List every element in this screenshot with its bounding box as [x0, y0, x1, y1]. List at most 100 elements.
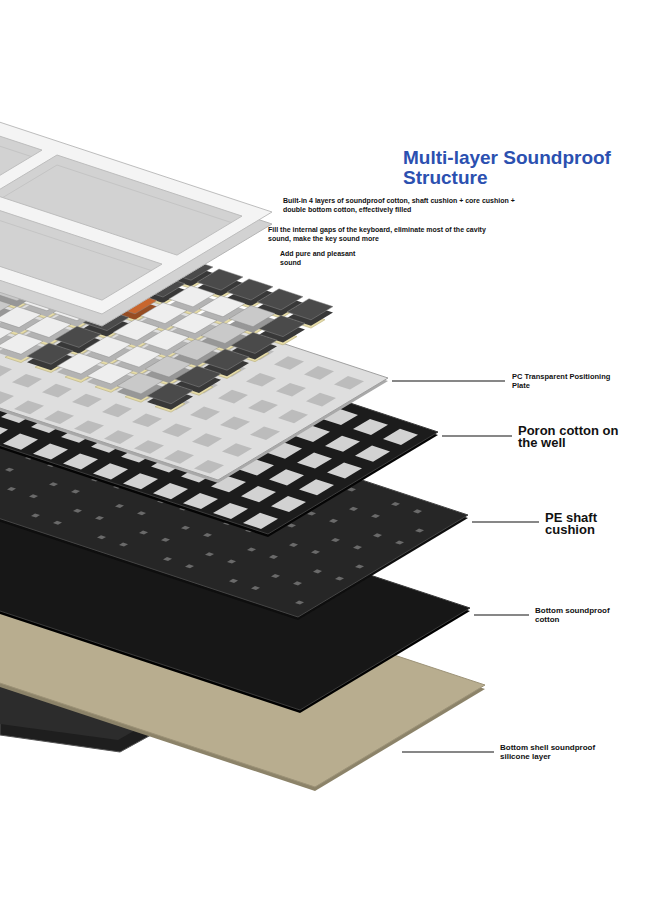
plate-cutout [0, 391, 14, 405]
leader-line [474, 614, 529, 615]
plate-cutout [278, 410, 308, 424]
cushion-hole [311, 550, 320, 554]
keycap [0, 297, 11, 318]
plate-cutout [248, 400, 278, 414]
switch-well [93, 463, 128, 479]
cushion-hole [53, 521, 62, 525]
cushion-hole [227, 560, 236, 564]
switch-well [327, 462, 362, 478]
switch-well [353, 419, 388, 435]
plate-cutout [218, 390, 248, 404]
cushion-hole [29, 494, 38, 498]
description-note: Built-in 4 layers of soundproof cotton, … [283, 196, 528, 215]
part-label: PC Transparent Positioning Plate [512, 372, 617, 390]
cushion-hole [49, 482, 58, 486]
keycap [0, 333, 43, 354]
plate-cutout [246, 373, 276, 387]
cushion-hole [95, 516, 104, 520]
cushion-hole [163, 557, 172, 561]
switch-well [33, 444, 68, 460]
cushion-hole [181, 526, 190, 530]
cushion-hole [395, 541, 404, 545]
cushion-hole [31, 514, 40, 518]
cushion-hole [119, 543, 128, 547]
plate-cutout [334, 376, 364, 390]
cushion-hole [289, 543, 298, 547]
plate-cutout [250, 426, 280, 440]
cushion-hole [391, 502, 400, 506]
cushion-hole [355, 565, 364, 569]
switch-well [297, 453, 332, 469]
cushion-hole [415, 529, 424, 533]
plate-cutout [162, 423, 192, 437]
leader-line [442, 435, 512, 436]
top-frame [0, 7, 272, 326]
switch-well [383, 429, 418, 445]
cushion-hole [139, 531, 148, 535]
cushion-hole [97, 535, 106, 539]
plate-cutout [14, 401, 44, 415]
part-label: Bottom shell soundproof silicone layer [500, 744, 620, 762]
cushion-hole [205, 552, 214, 556]
switch-well [299, 479, 334, 495]
layer-stack [0, 7, 485, 791]
cushion-hole [203, 533, 212, 537]
cushion-hole [293, 581, 302, 585]
description-note: Fill the internal gaps of the keyboard, … [268, 225, 508, 244]
switch-well [63, 453, 98, 469]
cushion-hole [251, 586, 260, 590]
plate-cutout [304, 366, 334, 380]
cushion-hole [5, 468, 14, 472]
plate-cutout [220, 417, 250, 431]
cushion-hole [229, 579, 238, 583]
part-label: Bottom soundproof cotton [535, 607, 627, 625]
cushion-hole [353, 545, 362, 549]
switch-well [355, 446, 390, 462]
cushion-hole [73, 509, 82, 513]
diagram-title: Multi-layer Soundproof Structure [403, 148, 653, 188]
plate-cutout [0, 364, 12, 378]
switch-well [123, 473, 158, 489]
keycap [0, 307, 41, 328]
plate-cutout [164, 450, 194, 464]
cushion-hole [115, 504, 124, 508]
switch-well [183, 493, 218, 509]
cushion-hole [373, 533, 382, 537]
cushion-hole [331, 538, 340, 542]
part-label: PE shaft cushion [545, 512, 625, 537]
plate-cutout [306, 393, 336, 407]
keycap [0, 323, 13, 344]
cushion-hole [185, 564, 194, 568]
plate-cutout [44, 411, 74, 425]
description-note: Add pure and pleasant sound [280, 249, 372, 268]
cushion-hole [329, 519, 338, 523]
cushion-hole [269, 555, 278, 559]
plate-cutout [192, 433, 222, 447]
cushion-hole [71, 490, 80, 494]
plate-cutout [276, 383, 306, 397]
leader-line [402, 751, 494, 752]
plate-cutout [132, 414, 162, 428]
switch-well [3, 434, 38, 450]
plate-cutout [222, 443, 252, 457]
plate-cutout [102, 404, 132, 418]
leader-lines [392, 381, 539, 752]
cushion-hole [247, 548, 256, 552]
leader-line [472, 521, 539, 522]
cushion-hole [295, 601, 304, 605]
plate-cutout [274, 356, 304, 370]
switch-well [153, 483, 188, 499]
cushion-hole [313, 569, 322, 573]
part-label: Poron cotton on the well [518, 425, 628, 450]
switch-well [243, 513, 278, 529]
cushion-hole [271, 574, 280, 578]
plate-cutout [190, 407, 220, 421]
plate-cutout [134, 440, 164, 454]
plate-cutout [42, 384, 72, 398]
cushion-hole [413, 509, 422, 513]
frame-top [0, 7, 272, 314]
plate-cutout [12, 374, 42, 388]
leader-line [392, 380, 505, 381]
